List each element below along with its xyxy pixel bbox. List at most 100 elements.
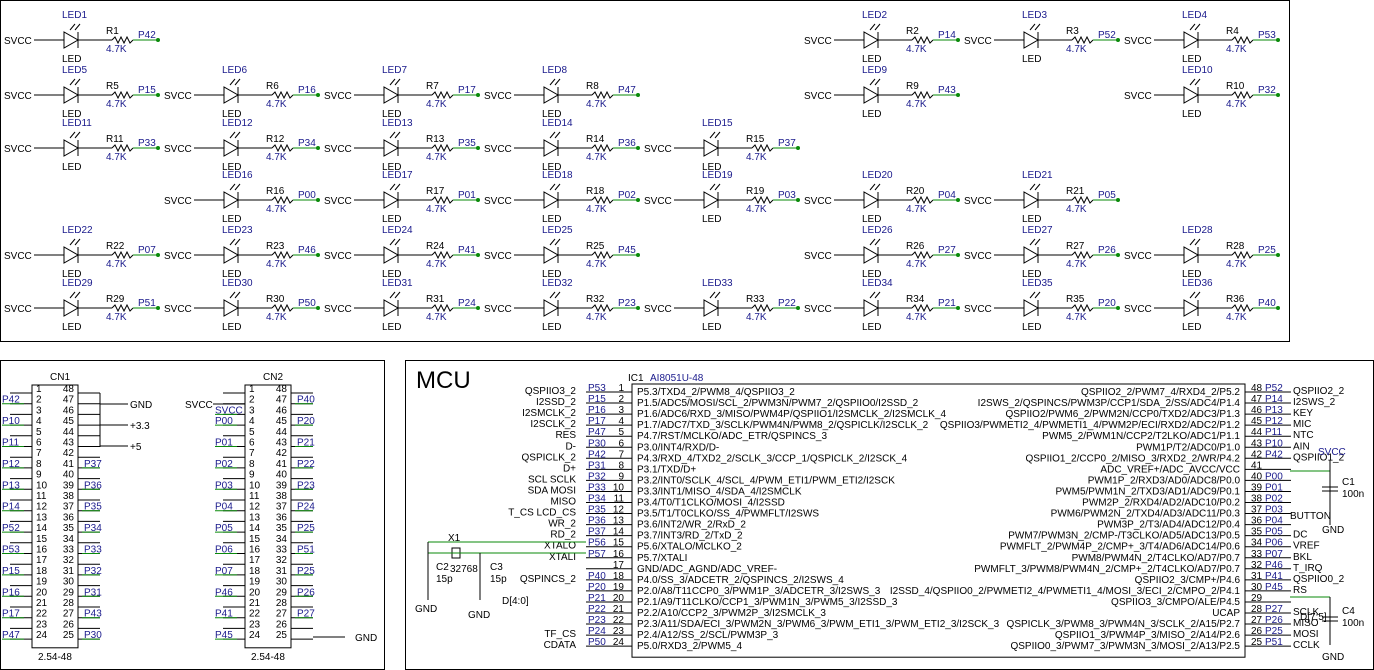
mcu-pin: 46QSPIIO2/PWM6_2/PWM2N/CCP0/TXD2/ADC3/P1… [1005,405,1313,420]
resistor-ref: R15 [746,134,765,145]
net-label: P12 [1265,416,1283,427]
resistor-value: 4.7K [426,152,447,163]
resistor-value: 4.7K [106,259,127,270]
mcu-pin: 42QSPIIO1_2/CCP0_2/MISO_3/RXD2_2/WR/P4.2… [1025,449,1344,464]
pin-number: 43 [63,438,75,449]
net-label: P22 [588,604,606,615]
pin-number: 3 [249,405,255,416]
resistor-value: 4.7K [1226,99,1247,110]
svcc-label: SVCC [1124,91,1152,102]
led-diode-icon [543,86,560,104]
signal-label: XTALO [544,541,576,552]
pin-number: 32 [276,555,288,566]
net-dot [956,306,960,310]
mcu-pin: 30I2SSD_4/QSPIIO0_2/PWMETI2_4/PWMETI1_4/… [890,582,1307,597]
net-dot [476,93,480,97]
led-diode-icon [1183,246,1200,264]
resistor-ref: R28 [1226,241,1245,252]
x1-value: 32768 [450,564,478,575]
net-label: P36 [588,516,606,527]
pin-number: 38 [63,491,75,502]
light-arrows-icon [869,183,881,191]
pin-number: 45 [1251,416,1263,427]
pin-number: 34 [276,534,288,545]
led-ref: LED2 [862,10,887,21]
resistor-value: 4.7K [426,99,447,110]
led-diode-icon [1023,31,1040,49]
c3-ref: C3 [490,562,503,573]
mcu-pin: 25QSPIIO0_3/PWM7_3/PWM3N_3/MOSI_2/A13/P2… [1010,637,1320,652]
svcc-label: SVCC [324,196,352,207]
svcc-label: SVCC [484,144,512,155]
pin-number: 22 [36,609,48,620]
pin-number: 27 [63,609,75,620]
pin-number: 6 [618,438,624,449]
resistor-ref: R14 [586,134,605,145]
net-label: P33 [588,482,606,493]
resistor-value: 4.7K [106,99,127,110]
resistor-value: 4.7K [266,204,287,215]
net-label: P26 [1265,615,1283,626]
resistor-icon [591,90,614,100]
net-label: P14 [1265,394,1283,405]
pin-number: 26 [63,619,75,630]
signal-label: MIC [1293,419,1311,430]
pin-number: 36 [1251,516,1263,527]
net-label: P22 [297,459,315,470]
led-ref: LED12 [222,118,253,129]
net-label: P42 [1265,449,1283,460]
net-label: P05 [215,523,233,534]
pin-number: 23 [613,626,625,637]
pin-number: 9 [249,470,255,481]
net-dot [476,146,480,150]
resistor-ref: R6 [266,81,279,92]
pin-function: P2.4/A12/SS_2/SCL/PWM3P_3 [637,630,779,641]
light-arrows-icon [229,131,241,139]
pin-number: 27 [1251,615,1263,626]
led-ref: LED10 [1182,65,1213,76]
pin-number: 16 [36,545,48,556]
resistor-ref: R17 [426,186,445,197]
led-diode-icon [543,139,560,157]
pin-function: P3.3/INT1/MISO_4/SDA_4/I2SMCLK [637,486,802,497]
led-panel-frame [0,0,1290,342]
pin-number: 14 [249,523,261,534]
net-label: P36 [84,480,102,491]
net-label: P05 [1265,527,1283,538]
led-label: LED [382,269,401,280]
net-dot [636,93,640,97]
net-dot [956,198,960,202]
signal-label: RS [1293,585,1307,596]
pin-number: 43 [1251,438,1263,449]
pin-number: 7 [36,448,42,459]
connector-body [244,384,292,649]
light-arrows-icon [549,238,561,246]
light-arrows-icon [69,238,81,246]
led-ref: LED25 [542,225,573,236]
resistor-ref: R33 [746,294,765,305]
connector-ref: CN1 [50,372,70,383]
pin-number: 24 [36,630,48,641]
signal-label: QSPIIO2_2 [1293,386,1345,397]
pin-number: 34 [1251,538,1263,549]
resistor-icon [271,90,294,100]
x1-ref: X1 [448,533,461,544]
net-dot [636,198,640,202]
pin-function: QSPIIO3_3/CMPO/ALE/P4.5 [1111,597,1240,608]
light-arrows-icon [1029,238,1041,246]
pin-number: 18 [249,566,261,577]
led-diode-icon [223,246,240,264]
net-label: P14 [938,30,956,41]
resistor-ref: R32 [586,294,605,305]
signal-label: QSPINCS_2 [520,574,577,585]
led-ref: LED11 [62,118,92,129]
